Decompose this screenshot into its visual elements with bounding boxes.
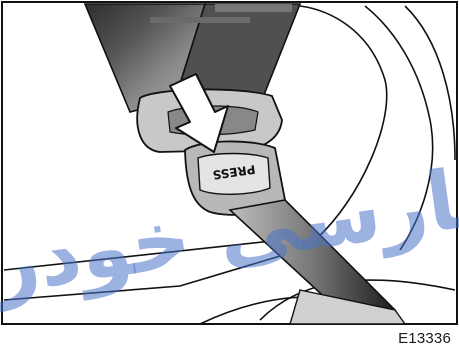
- figure-code: E13336: [398, 330, 451, 347]
